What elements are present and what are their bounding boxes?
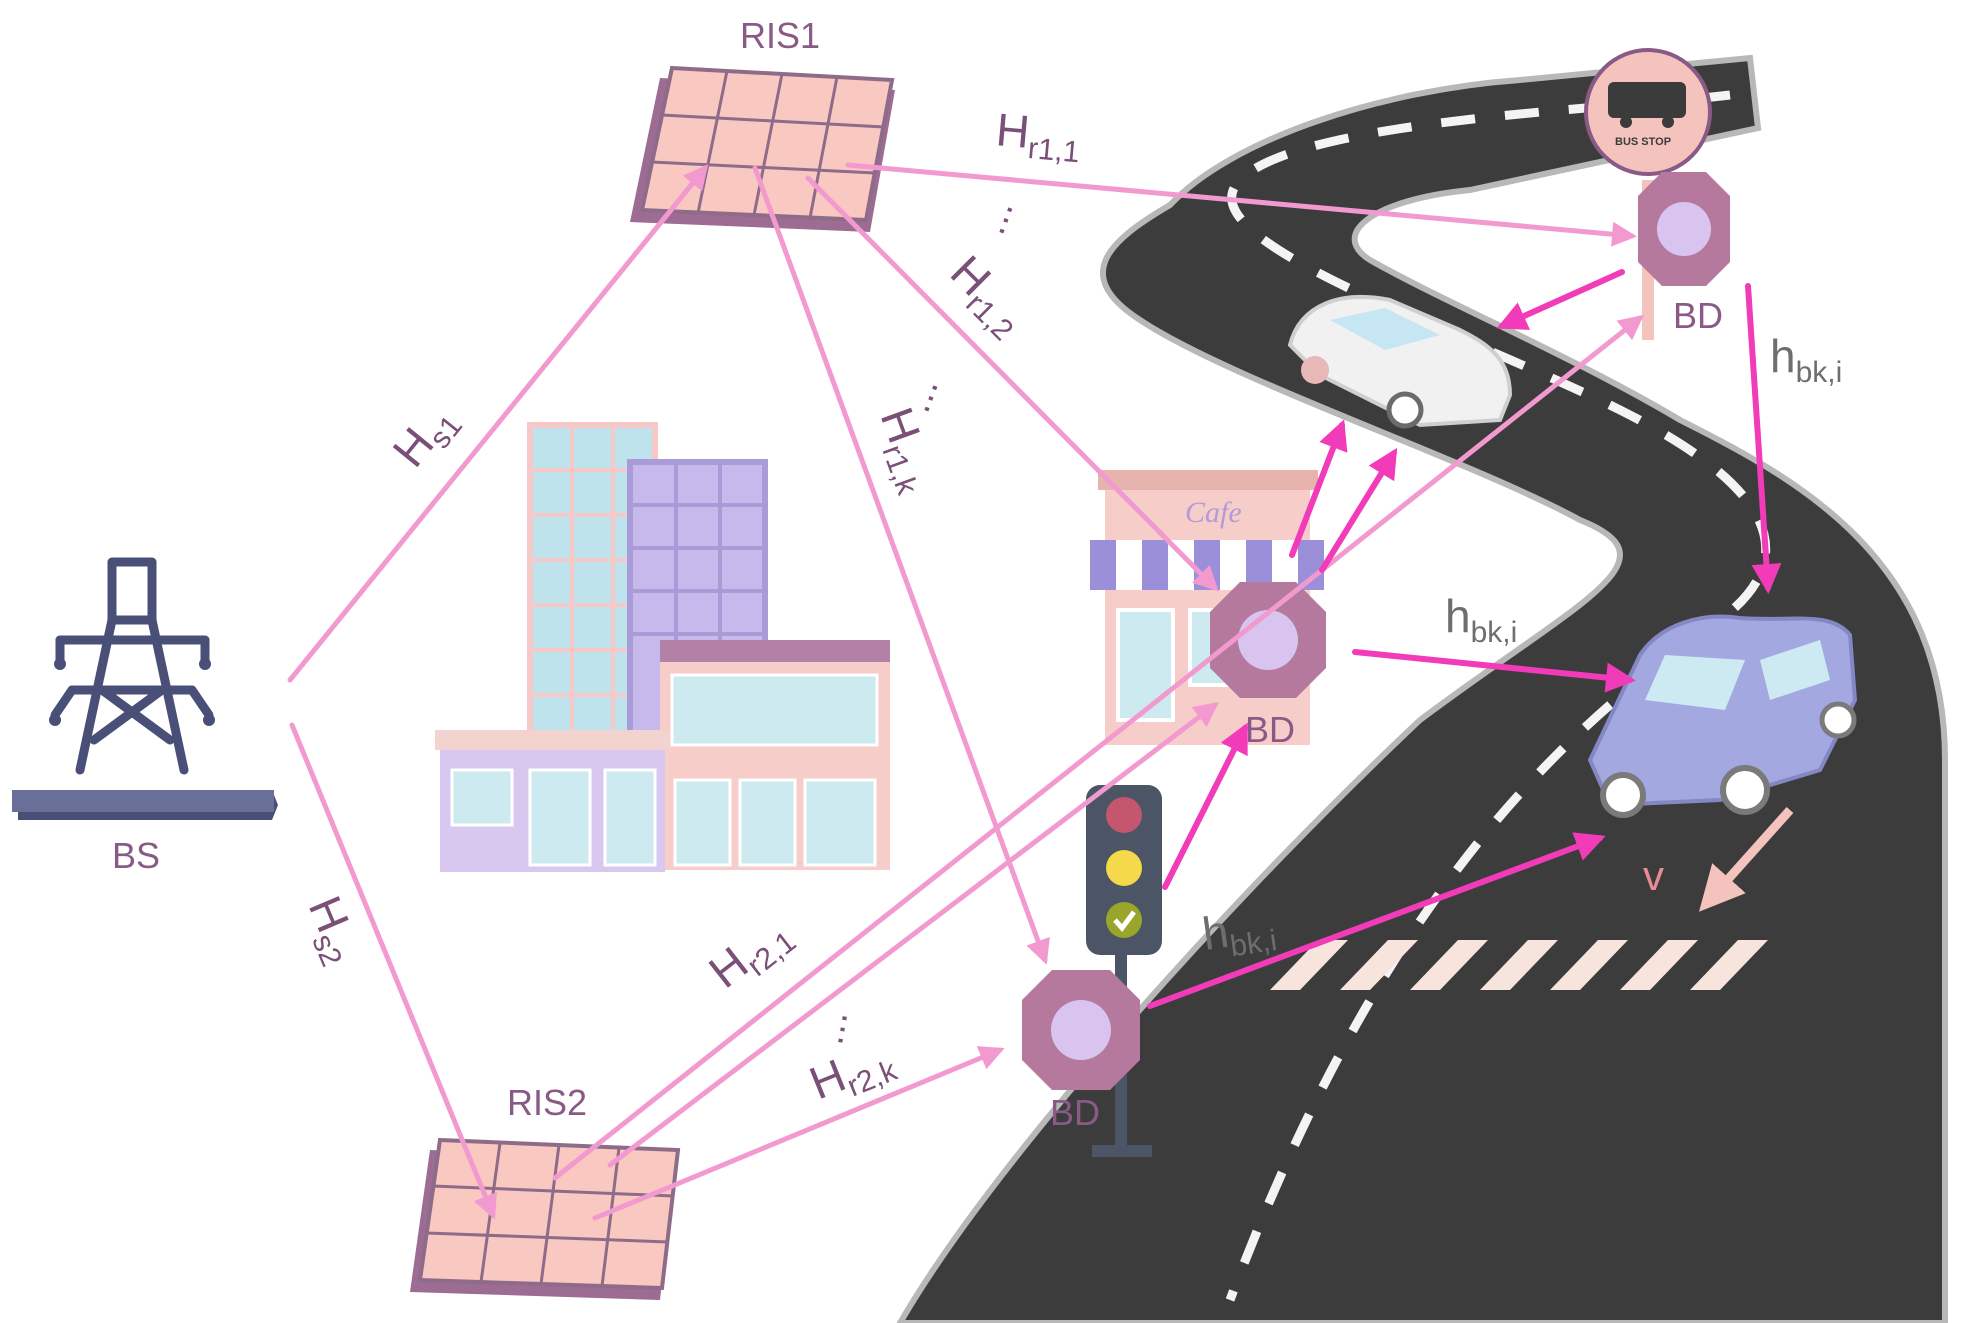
svg-text:Hs2: Hs2 <box>292 889 372 972</box>
office-buildings <box>435 422 890 872</box>
crosswalk <box>1270 940 1768 990</box>
label-hbki-2: hbk,i <box>1445 590 1517 649</box>
ellipsis-ris1-a: ⋯ <box>982 198 1029 243</box>
bd-label-busstop: BD <box>1673 295 1723 336</box>
link-bd1-whitecar <box>1496 269 1625 330</box>
link-bd1-purplecar <box>1745 283 1782 594</box>
svg-text:Hr1,1: Hr1,1 <box>994 103 1084 169</box>
label-hr21: Hr2,1 <box>699 905 802 1004</box>
link-bd3-purplecar <box>1147 832 1606 1009</box>
road <box>896 54 1948 1323</box>
link-bd2-purplecar <box>1352 649 1636 693</box>
ris1-label: RIS1 <box>740 15 820 56</box>
link-ris2-bd1 <box>552 314 1644 1181</box>
cafe-sign: Cafe <box>1185 496 1242 529</box>
purple-car <box>1587 614 1858 818</box>
ris1-panel <box>630 65 895 232</box>
bus-stop-text: BUS STOP <box>1615 136 1671 148</box>
label-hr11: Hr1,1 <box>994 103 1084 169</box>
link-ris2-bd2 <box>607 701 1219 1168</box>
bd-device-light <box>1022 970 1140 1090</box>
link-bs-ris1 <box>287 164 709 683</box>
cafe-building: Cafe <box>1090 470 1324 745</box>
svg-text:hbk,i: hbk,i <box>1770 330 1842 389</box>
white-car <box>1287 295 1513 429</box>
bd-label-cafe: BD <box>1245 709 1295 750</box>
label-hs1: Hs1 <box>382 393 469 481</box>
label-hbki-1: hbk,i <box>1770 330 1842 389</box>
ris2-label: RIS2 <box>507 1082 587 1123</box>
link-ris1-bd1 <box>845 162 1637 247</box>
svg-text:Hr2,1: Hr2,1 <box>699 905 802 1004</box>
label-hr12: Hr1,2 <box>936 245 1038 347</box>
ris2-panel <box>410 1137 681 1300</box>
tower-base <box>12 658 278 820</box>
svg-text:hbk,i: hbk,i <box>1199 898 1279 966</box>
velocity-label: v <box>1643 852 1664 899</box>
link-bd2-whitecar-a <box>1289 419 1348 558</box>
velocity-arrow <box>1698 806 1794 912</box>
link-bd2-whitecar-b <box>1319 447 1398 573</box>
link-ris2-bd3 <box>592 1046 1005 1221</box>
tower-icon <box>50 557 214 775</box>
label-hbki-3: hbk,i <box>1199 898 1279 966</box>
ellipsis-ris2: ⋯ <box>820 1009 863 1049</box>
link-bd3-bd2 <box>1162 722 1248 890</box>
bd-device-cafe <box>1210 582 1326 698</box>
link-ris1-bd2 <box>805 175 1219 592</box>
bd-device-busstop <box>1638 172 1730 286</box>
bd-label-light: BD <box>1050 1092 1100 1133</box>
link-bs-ris2 <box>289 722 497 1220</box>
svg-text:Hs1: Hs1 <box>382 393 469 481</box>
svg-text:Hr1,2: Hr1,2 <box>936 245 1038 347</box>
label-hs2: Hs2 <box>292 889 372 972</box>
bs-label: BS <box>112 835 160 876</box>
svg-text:hbk,i: hbk,i <box>1445 590 1517 649</box>
